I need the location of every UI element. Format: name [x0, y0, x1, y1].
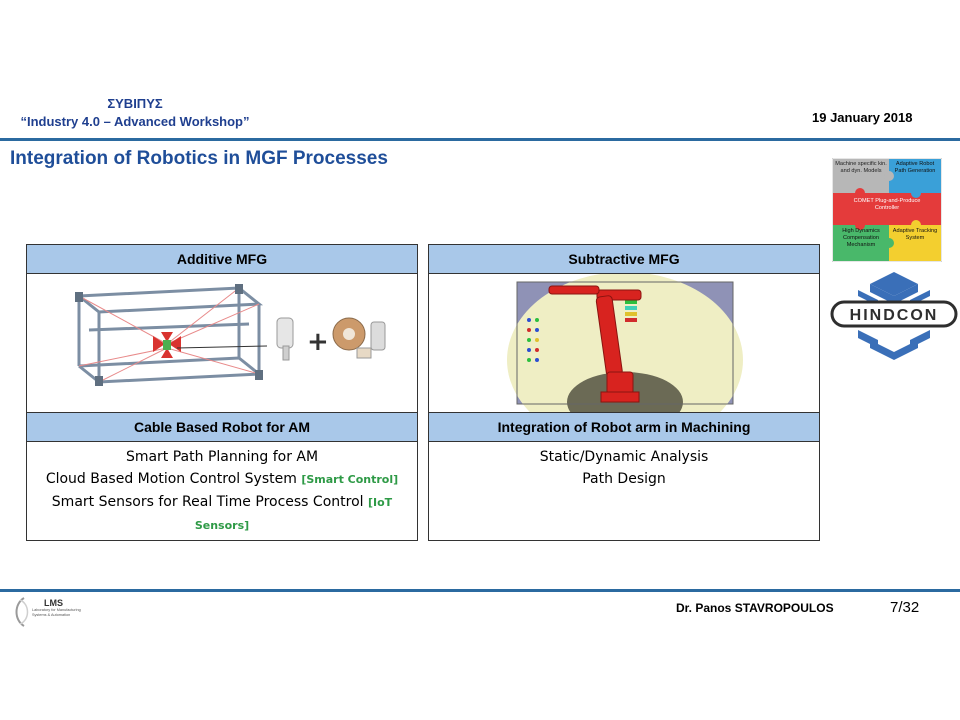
svg-text:+: + [307, 327, 329, 357]
header-rule [0, 138, 960, 141]
puzzle-piece-compensation: High Dynamics Compensation Mechanism [842, 228, 880, 248]
additive-details: Smart Path Planning for AM Cloud Based M… [26, 442, 418, 541]
additive-line-3: Smart Sensors for Real Time Process Cont… [51, 494, 393, 510]
subtractive-heading: Subtractive MFG [428, 244, 820, 274]
hindcon-logo: HINDCON [830, 272, 958, 360]
cable-robot-image: + [26, 274, 418, 412]
robot-arm-image [428, 272, 820, 448]
puzzle-piece-models: Machine specific kin. and dyn. Models [835, 161, 887, 174]
puzzle-piece-controller: COMET Plug-and-Produce Controller [853, 198, 921, 211]
hindcon-logo-text: HINDCON [850, 307, 939, 324]
lms-logo: LMS Laboratory for Manufacturing Systems… [15, 597, 81, 627]
subtractive-subheading: Integration of Robot arm in Machining [428, 412, 820, 442]
puzzle-piece-tracking: Adaptive Tracking System [892, 228, 938, 241]
subtractive-details: Static/Dynamic Analysis Path Design [428, 442, 820, 541]
lms-logo-text: LMS [44, 598, 63, 608]
comet-puzzle-graphic: Machine specific kin. and dyn. Models Ad… [832, 158, 942, 262]
additive-line-1: Smart Path Planning for AM [125, 449, 319, 465]
footer-rule [0, 589, 960, 592]
header-date: 19 January 2018 [812, 110, 913, 125]
additive-line-4: Sensors] [194, 519, 250, 532]
additive-heading: Additive MFG [26, 244, 418, 274]
additive-line-2: Cloud Based Motion Control System [Smart… [45, 471, 399, 487]
subtractive-line-2: Path Design [582, 471, 666, 487]
presenter-name: Dr. Panos STAVROPOULOS [676, 601, 834, 615]
cable-robot-illustration: + [75, 284, 386, 386]
header-workshop-title: “Industry 4.0 – Advanced Workshop” [20, 114, 250, 129]
robot-arm-illustration [507, 272, 743, 448]
page-number: 7/32 [890, 599, 920, 616]
subtractive-line-1: Static/Dynamic Analysis [539, 449, 709, 465]
slide-title: Integration of Robotics in MGF Processes [10, 148, 388, 169]
header-organization: ΣΥΒΙΠΥΣ [107, 96, 163, 111]
lms-head-icon [15, 597, 25, 627]
lms-logo-subtitle: Laboratory for Manufacturing Systems & A… [32, 608, 81, 617]
additive-subheading: Cable Based Robot for AM [26, 412, 418, 442]
puzzle-piece-path-generation: Adaptive Robot Path Generation [894, 161, 936, 174]
